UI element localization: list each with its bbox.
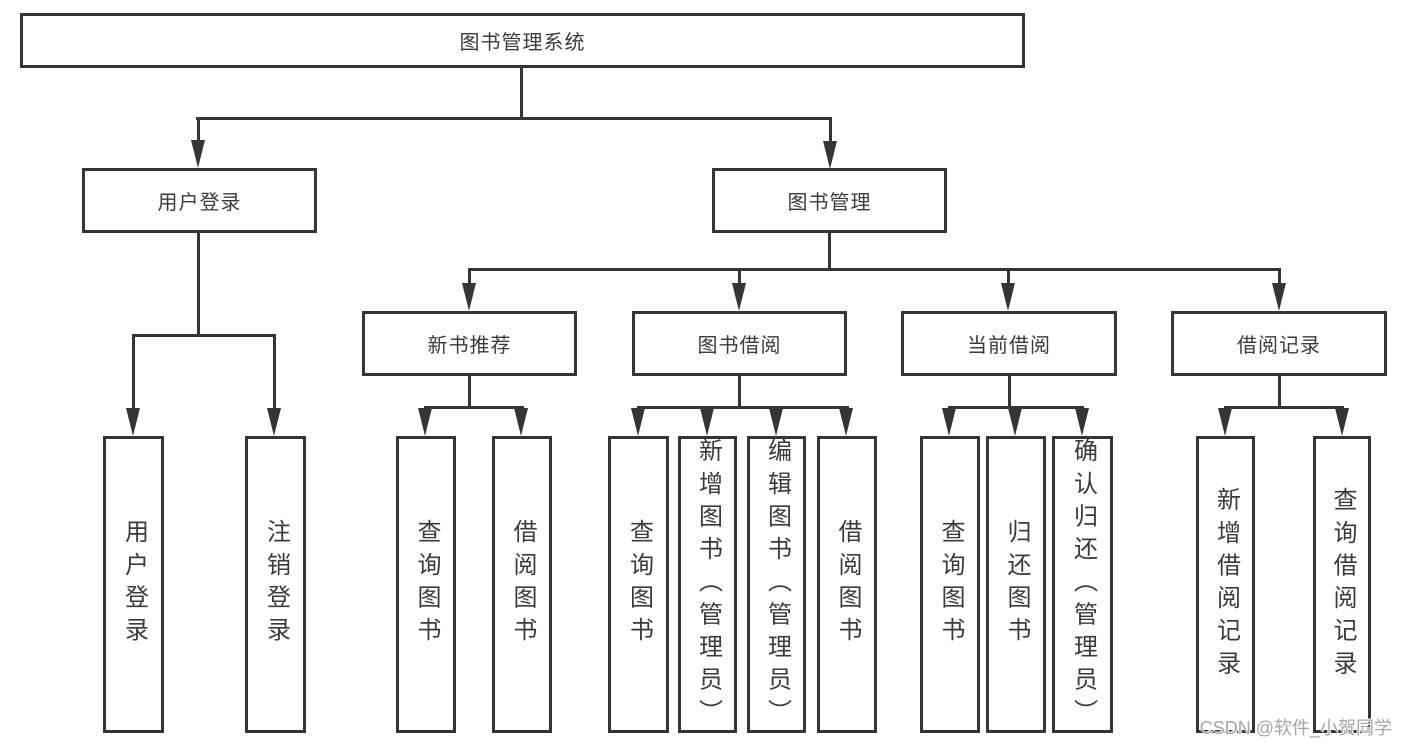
node-book-management-label: 图书管理 bbox=[787, 192, 872, 214]
leaf-confirm-return-admin: 确认归还（管理员） bbox=[1052, 436, 1113, 733]
arrowhead-icon bbox=[631, 408, 645, 436]
leaf-query-books-current-label: 查询图书 bbox=[937, 519, 964, 650]
node-current-borrowing-label: 当前借阅 bbox=[967, 335, 1051, 357]
leaf-logout-label: 注销登录 bbox=[262, 519, 290, 650]
node-root: 图书管理系统 bbox=[20, 13, 1025, 68]
connector-line bbox=[273, 334, 276, 410]
leaf-logout: 注销登录 bbox=[245, 436, 306, 733]
connector-line bbox=[828, 233, 831, 270]
leaf-return-books: 归还图书 bbox=[986, 436, 1046, 733]
arrowhead-icon bbox=[839, 408, 853, 436]
connector-line bbox=[468, 268, 1281, 271]
leaf-query-books-new-label: 查询图书 bbox=[413, 519, 440, 650]
connector-line bbox=[1224, 406, 1344, 409]
connector-line bbox=[829, 117, 832, 142]
node-user-login-label: 用户登录 bbox=[157, 192, 242, 214]
connector-line bbox=[637, 406, 849, 409]
connector-line bbox=[196, 117, 832, 120]
leaf-borrow-books-borrow-label: 借阅图书 bbox=[834, 519, 861, 650]
connector-line bbox=[738, 376, 741, 408]
connector-line bbox=[197, 233, 200, 336]
node-book-management: 图书管理 bbox=[712, 168, 947, 233]
node-user-login: 用户登录 bbox=[82, 168, 317, 233]
leaf-query-borrow-record-label: 查询借阅记录 bbox=[1329, 486, 1356, 683]
arrowhead-icon bbox=[769, 408, 783, 436]
node-new-book-recommend-label: 新书推荐 bbox=[427, 335, 512, 357]
arrowhead-icon bbox=[1218, 408, 1232, 436]
connector-line bbox=[132, 334, 276, 337]
leaf-query-books-borrow: 查询图书 bbox=[608, 436, 669, 733]
connector-line bbox=[1007, 268, 1010, 286]
arrowhead-icon bbox=[1272, 283, 1286, 311]
leaf-user-login-label: 用户登录 bbox=[120, 519, 148, 650]
node-current-borrowing: 当前借阅 bbox=[901, 311, 1117, 376]
leaf-query-books-borrow-label: 查询图书 bbox=[625, 519, 653, 650]
leaf-edit-books-admin-label: 编辑图书（管理员） bbox=[763, 437, 791, 732]
leaf-edit-books-admin: 编辑图书（管理员） bbox=[747, 436, 806, 733]
arrowhead-icon bbox=[462, 283, 476, 311]
arrowhead-icon bbox=[942, 408, 956, 436]
connector-line bbox=[1008, 376, 1011, 408]
arrowhead-icon bbox=[514, 408, 528, 436]
leaf-borrow-books-borrow: 借阅图书 bbox=[817, 436, 877, 733]
leaf-borrow-books-new-label: 借阅图书 bbox=[509, 519, 536, 650]
node-root-label: 图书管理系统 bbox=[459, 32, 586, 54]
leaf-add-books-admin: 新增图书（管理员） bbox=[678, 436, 737, 733]
connector-line bbox=[520, 68, 523, 120]
node-new-book-recommend: 新书推荐 bbox=[362, 311, 577, 376]
leaf-query-books-new: 查询图书 bbox=[396, 436, 456, 733]
arrowhead-icon bbox=[1335, 408, 1349, 436]
connector-line bbox=[1278, 376, 1281, 408]
connector-line bbox=[197, 117, 200, 142]
connector-line bbox=[132, 334, 135, 410]
connector-line bbox=[738, 268, 741, 286]
node-book-borrowing: 图书借阅 bbox=[632, 311, 847, 376]
leaf-add-books-admin-label: 新增图书（管理员） bbox=[694, 437, 722, 732]
arrowhead-icon bbox=[1008, 408, 1022, 436]
arrowhead-icon bbox=[700, 408, 714, 436]
node-book-borrowing-label: 图书借阅 bbox=[697, 335, 782, 357]
arrowhead-icon bbox=[191, 140, 205, 168]
connector-line bbox=[468, 376, 471, 408]
arrowhead-icon bbox=[823, 141, 837, 169]
arrowhead-icon bbox=[1001, 283, 1015, 311]
csdn-watermark: CSDN @软件_小贺同学 bbox=[1199, 718, 1392, 738]
leaf-user-login: 用户登录 bbox=[103, 436, 164, 733]
leaf-confirm-return-admin-label: 确认归还（管理员） bbox=[1069, 437, 1097, 732]
leaf-add-borrow-record: 新增借阅记录 bbox=[1196, 436, 1255, 733]
arrowhead-icon bbox=[267, 408, 281, 436]
leaf-borrow-books-new: 借阅图书 bbox=[492, 436, 552, 733]
leaf-query-books-current: 查询图书 bbox=[920, 436, 980, 733]
arrowhead-icon bbox=[732, 283, 746, 311]
connector-line bbox=[468, 268, 471, 286]
leaf-return-books-label: 归还图书 bbox=[1003, 519, 1030, 650]
arrowhead-icon bbox=[418, 408, 432, 436]
node-borrow-records-label: 借阅记录 bbox=[1237, 335, 1321, 357]
connector-line bbox=[424, 406, 524, 409]
leaf-add-borrow-record-label: 新增借阅记录 bbox=[1212, 486, 1240, 683]
leaf-query-borrow-record: 查询借阅记录 bbox=[1313, 436, 1371, 733]
node-borrow-records: 借阅记录 bbox=[1171, 311, 1387, 376]
connector-line bbox=[1278, 268, 1281, 286]
arrowhead-icon bbox=[126, 408, 140, 436]
arrowhead-icon bbox=[1075, 408, 1089, 436]
